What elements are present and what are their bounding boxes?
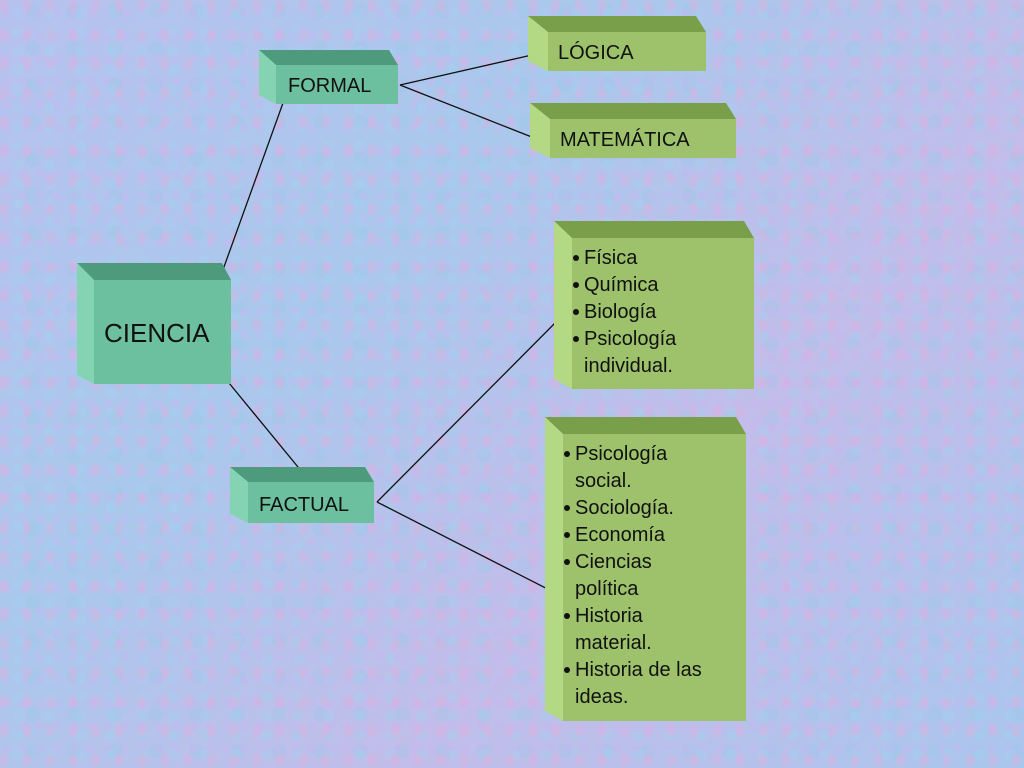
list-item: Economía bbox=[563, 522, 741, 549]
connector-ciencia-formal bbox=[219, 102, 284, 279]
list-item: Psicología individual. bbox=[572, 326, 724, 380]
list-item: Física bbox=[572, 245, 750, 272]
logica-node: LÓGICA bbox=[528, 16, 706, 71]
formal-label: FORMAL bbox=[288, 75, 372, 97]
connector-formal-logica bbox=[399, 54, 533, 86]
list-item: Psicología social. bbox=[563, 441, 695, 495]
ciencia-node: CIENCIA bbox=[77, 263, 231, 384]
connector-factual-group-2 bbox=[376, 501, 576, 604]
factual-group-1: Física Química Biología Psicología indiv… bbox=[554, 221, 754, 389]
factual-label: FACTUAL bbox=[259, 494, 350, 516]
list-item: Historia material. bbox=[563, 603, 675, 657]
matematica-label: MATEMÁTICA bbox=[560, 129, 690, 151]
ciencia-label: CIENCIA bbox=[104, 318, 210, 348]
list-item: Historia de las ideas. bbox=[563, 657, 745, 711]
list-item: Química bbox=[572, 272, 750, 299]
matematica-node: MATEMÁTICA bbox=[530, 103, 736, 158]
logica-label: LÓGICA bbox=[558, 42, 634, 64]
connector-ciencia-factual bbox=[228, 382, 308, 479]
list-item: Sociología. bbox=[563, 495, 741, 522]
factual-group-2: Psicología social. Sociología. Economía … bbox=[545, 417, 746, 721]
formal-node: FORMAL bbox=[259, 50, 398, 104]
factual-group-1-list: Física Química Biología Psicología indiv… bbox=[572, 245, 750, 380]
connector-factual-group-1 bbox=[376, 317, 561, 503]
list-item: Biología bbox=[572, 299, 750, 326]
list-item: Ciencias política bbox=[563, 549, 685, 603]
factual-group-2-list: Psicología social. Sociología. Economía … bbox=[563, 441, 741, 711]
factual-node: FACTUAL bbox=[230, 467, 374, 523]
connector-formal-matematica bbox=[399, 84, 553, 146]
